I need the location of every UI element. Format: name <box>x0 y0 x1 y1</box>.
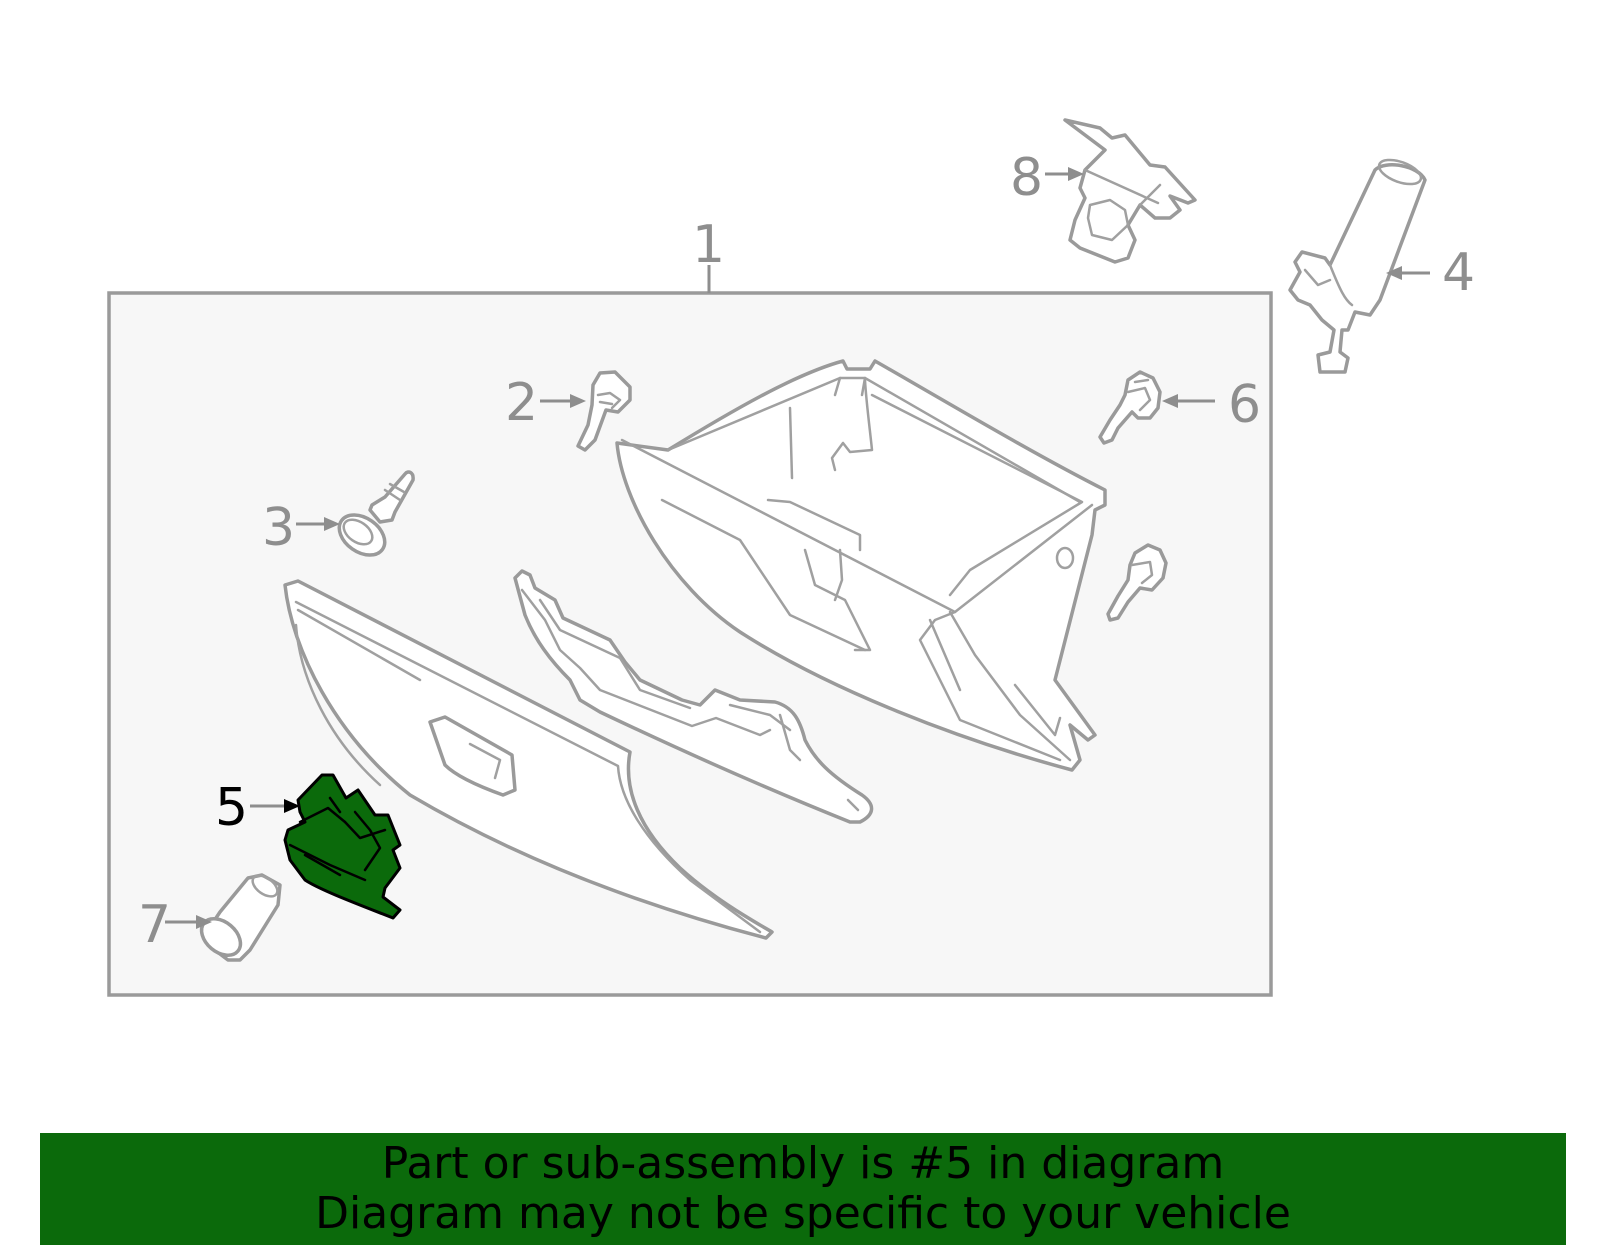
part-5-latch-highlighted[interactable] <box>283 773 402 920</box>
part-7-damper-cylinder <box>199 873 282 962</box>
part-4-damper <box>1288 158 1427 374</box>
callout-3[interactable]: 3 <box>262 498 295 558</box>
bin-bumper-clip <box>1106 543 1168 622</box>
part-6-bumper-clip <box>1098 370 1162 445</box>
callout-6[interactable]: 6 <box>1228 375 1261 435</box>
glove-box-door <box>283 579 774 940</box>
banner-line-disclaimer: Diagram may not be specific to your vehi… <box>315 1188 1291 1239</box>
callout-7[interactable]: 7 <box>138 895 171 955</box>
callout-2[interactable]: 2 <box>505 373 538 433</box>
part-2-bumper-clip <box>576 370 632 452</box>
callout-5-arrowhead <box>284 799 300 813</box>
info-banner: Part or sub-assembly is #5 in diagram Di… <box>40 1133 1566 1245</box>
bin-peg-hole <box>1055 546 1075 570</box>
callout-1[interactable]: 1 <box>692 215 725 275</box>
callout-4[interactable]: 4 <box>1442 243 1475 303</box>
callout-8[interactable]: 8 <box>1010 148 1043 208</box>
banner-line-part-info: Part or sub-assembly is #5 in diagram <box>381 1138 1225 1189</box>
glove-box-inner-panel <box>513 569 874 824</box>
door-handle-recess <box>428 715 517 797</box>
part-3-push-pin <box>337 470 415 557</box>
callout-5[interactable]: 5 <box>215 778 248 838</box>
part-8-striker-bracket <box>1063 118 1197 264</box>
glove-box-bin <box>615 359 1107 772</box>
